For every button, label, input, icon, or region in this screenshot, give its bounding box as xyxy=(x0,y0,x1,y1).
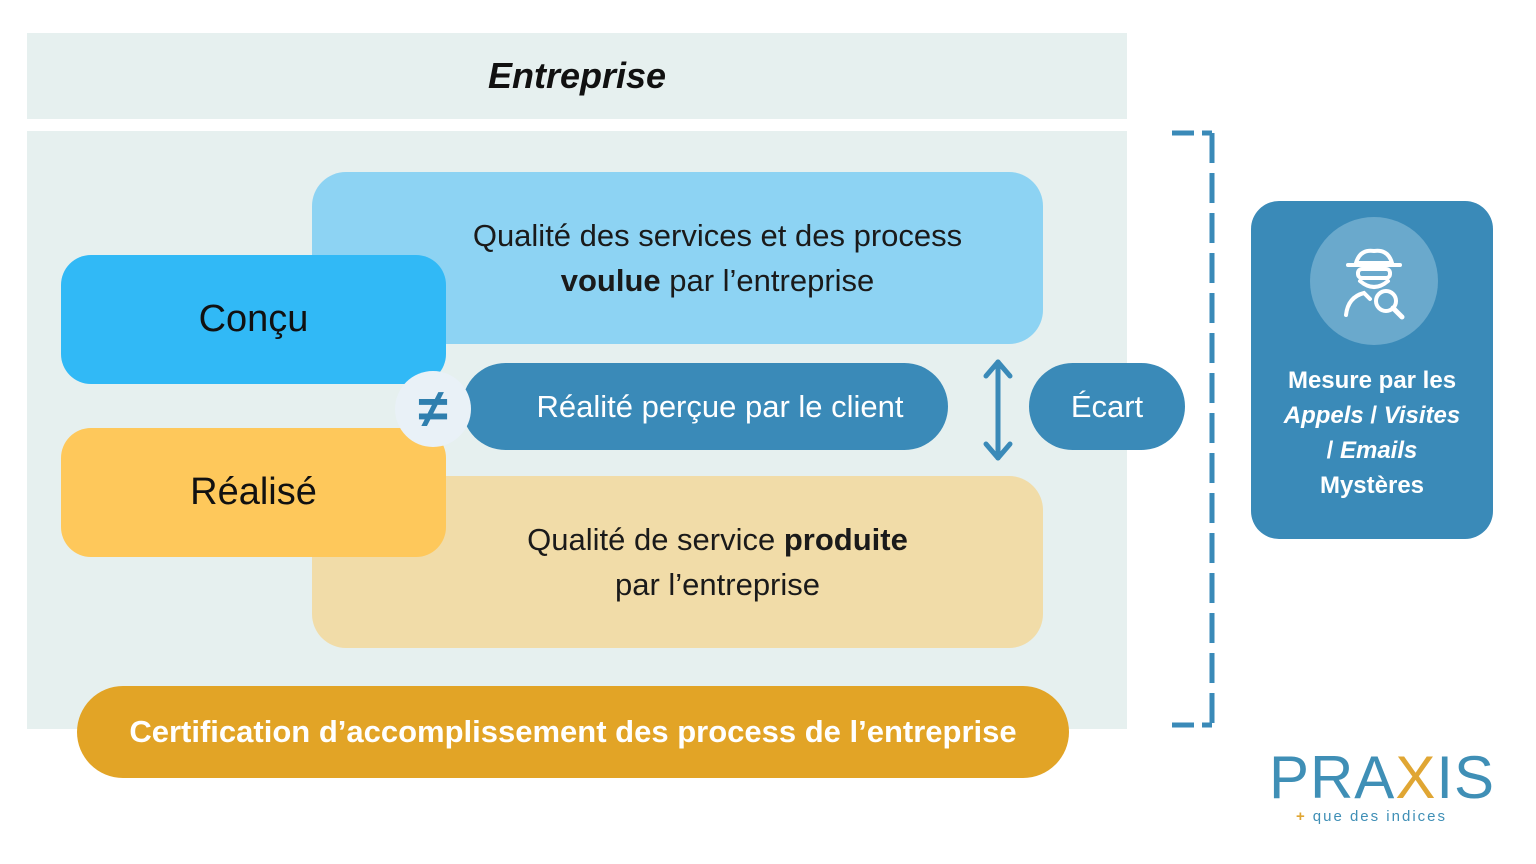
praxis-logo: PRAXIS + que des indices xyxy=(1262,746,1502,832)
realise-label: Réalisé xyxy=(190,471,317,513)
double-arrow-icon xyxy=(983,359,1013,461)
header-title: Entreprise xyxy=(487,55,667,96)
realise-box: Réalisé xyxy=(61,428,446,557)
concu-label: Conçu xyxy=(198,298,309,340)
not-equal-symbol: ≠ xyxy=(418,379,448,439)
quality-intended-bold: voulue xyxy=(560,263,661,298)
certification-label: Certification d’accomplissement des proc… xyxy=(129,714,1017,749)
quality-intended-line2: voulue par l’entreprise xyxy=(561,258,875,303)
logo-x: X xyxy=(1395,744,1437,811)
quality-intended-box: Qualité des services et des process voul… xyxy=(312,172,1043,344)
quality-produced-line2: par l’entreprise xyxy=(614,567,821,602)
measure-appels: Appels xyxy=(1283,402,1364,429)
measure-sep1: / xyxy=(1363,402,1384,429)
measure-line3: / Emails xyxy=(1251,433,1493,468)
perceived-reality-label: Réalité perçue par le client xyxy=(536,388,904,424)
quality-produced-bold: produite xyxy=(783,522,908,557)
logo-plus: + xyxy=(1296,808,1307,825)
logo-pra: PRA xyxy=(1268,744,1396,811)
quality-produced-box: Qualité de service produite par l’entrep… xyxy=(312,476,1043,648)
logo-is: IS xyxy=(1436,744,1496,811)
measure-text: Mesure par les Appels / Visites / Emails… xyxy=(1251,363,1493,503)
quality-intended-rest: par l’entreprise xyxy=(660,263,875,298)
ecart-pill: Écart xyxy=(1029,363,1185,450)
measure-bracket xyxy=(1172,130,1215,728)
header-band: Entreprise xyxy=(27,33,1127,119)
quality-produced-line1: Qualité de service produite xyxy=(527,517,908,562)
praxis-tagline: + que des indices xyxy=(1296,808,1447,825)
logo-tagline-text: que des indices xyxy=(1312,808,1448,825)
ecart-label: Écart xyxy=(1070,388,1144,424)
concu-box: Conçu xyxy=(61,255,446,384)
not-equal-icon: ≠ xyxy=(395,371,471,447)
spy-search-icon xyxy=(1310,217,1438,345)
praxis-wordmark: PRAXIS xyxy=(1262,746,1502,810)
spy-glyph xyxy=(1344,248,1405,320)
measure-box: Mesure par les Appels / Visites / Emails… xyxy=(1251,201,1493,539)
measure-line2: Appels / Visites xyxy=(1251,398,1493,433)
measure-emails: Emails xyxy=(1339,437,1418,464)
certification-bar: Certification d’accomplissement des proc… xyxy=(77,686,1069,778)
perceived-reality-pill: Réalité perçue par le client xyxy=(462,363,948,450)
quality-produced-pre: Qualité de service xyxy=(527,522,784,557)
measure-line1: Mesure par les xyxy=(1287,367,1457,394)
measure-visites: Visites xyxy=(1383,402,1461,429)
measure-sep2: / xyxy=(1326,437,1340,464)
measure-line4: Mystères xyxy=(1319,472,1425,499)
quality-intended-line1: Qualité des services et des process xyxy=(472,218,963,253)
